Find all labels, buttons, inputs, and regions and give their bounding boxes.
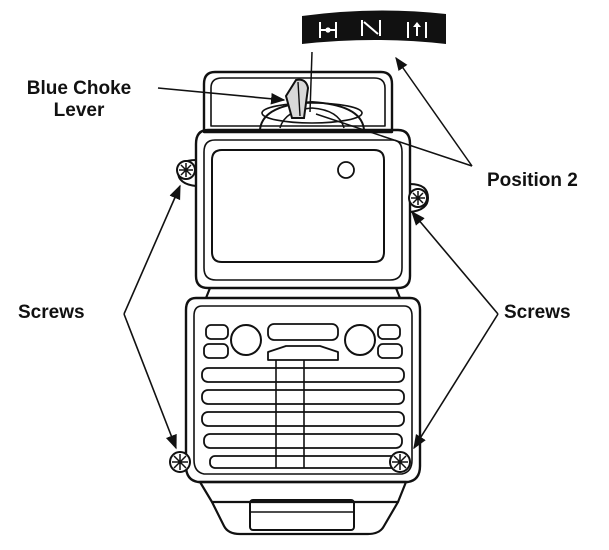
screw-lower-right xyxy=(389,451,411,473)
callout-blue-choke-lever: Blue Choke Lever xyxy=(4,78,154,122)
indicator-hole-icon xyxy=(337,161,355,179)
screw-upper-left xyxy=(176,160,196,180)
choke-position-decal xyxy=(302,10,446,45)
screw-lower-left xyxy=(169,451,191,473)
callout-screws-left: Screws xyxy=(18,302,85,323)
callout-choke-line2: Lever xyxy=(53,100,105,121)
callout-screws-right: Screws xyxy=(504,302,571,323)
callout-choke-line1: Blue Choke xyxy=(26,78,132,99)
decal-dot-icon xyxy=(325,27,331,33)
choke-lever xyxy=(284,78,310,119)
screw-upper-right xyxy=(408,188,428,208)
callout-position-2: Position 2 xyxy=(487,170,578,191)
